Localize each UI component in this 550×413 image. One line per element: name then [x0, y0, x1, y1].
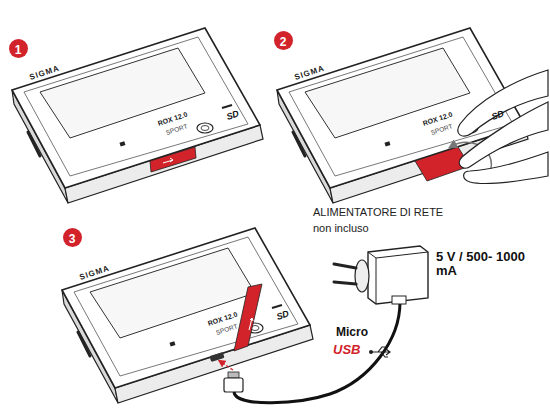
callout-circle: 2: [274, 31, 293, 50]
usb-port: [209, 352, 224, 362]
callout-circle: 3: [63, 228, 82, 247]
cable: [234, 302, 400, 403]
plug-pin: [334, 282, 356, 284]
usb-symbol: [249, 318, 253, 330]
callout-circle: 1: [9, 39, 28, 58]
device: [62, 228, 313, 403]
plug-base: [355, 260, 369, 292]
note: non incluso: [313, 222, 369, 234]
micro-usb-plug: [224, 378, 243, 392]
micro-usb-plug: [228, 372, 239, 378]
plug-pin: [334, 264, 356, 268]
usb-socket: [392, 296, 406, 304]
note: ALIMENTATORE DI RETE: [313, 206, 443, 218]
usb-logo: USB: [333, 343, 360, 357]
insert-arrow: [221, 362, 233, 370]
power-rating: 5 V / 500- 1000 mA: [436, 250, 528, 279]
charger: [368, 246, 428, 304]
callout-number: 2: [280, 35, 287, 49]
callout-number: 3: [69, 232, 76, 246]
usb-symbol: [163, 158, 173, 163]
device: [12, 28, 263, 203]
callout-number: 1: [15, 43, 22, 57]
connector-name: Micro: [336, 326, 368, 339]
usb-flap: [150, 147, 196, 172]
usb-symbol: [372, 347, 390, 357]
hand: [464, 152, 548, 184]
